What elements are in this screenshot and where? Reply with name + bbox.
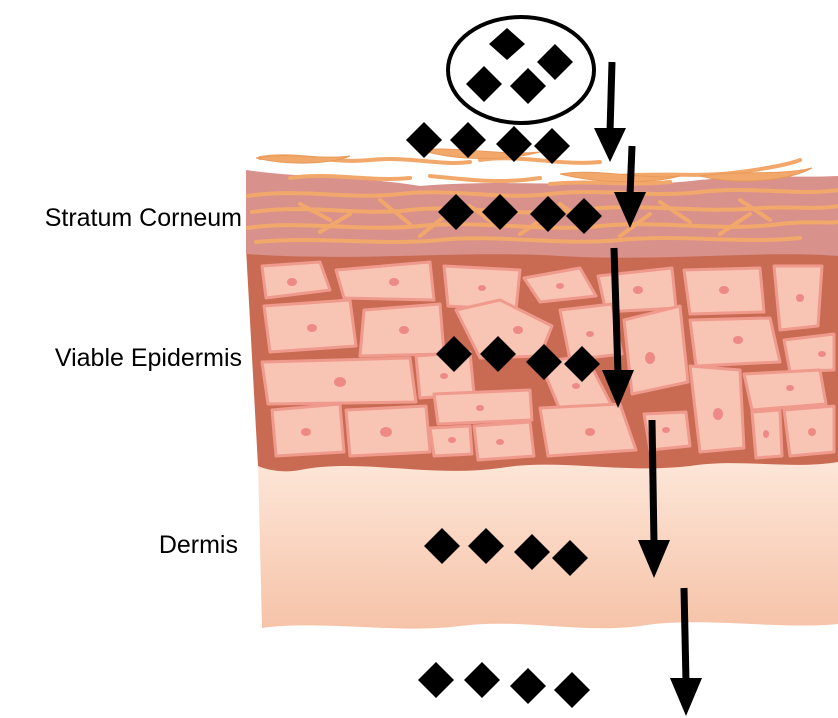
- molecule-diamond-icon: [464, 662, 500, 698]
- molecules-below-dermis: [418, 662, 590, 708]
- molecule-diamond-icon: [554, 672, 590, 708]
- down-arrow-icon: [594, 62, 626, 162]
- label-stratum-corneum: Stratum Corneum: [8, 204, 242, 233]
- label-dermis: Dermis: [8, 531, 238, 560]
- label-viable-epidermis: Viable Epidermis: [8, 344, 242, 373]
- molecule-diamond-icon: [418, 662, 454, 698]
- vehicle-ellipse-icon: [448, 17, 594, 123]
- molecule-diamond-icon: [510, 668, 546, 704]
- dermis-layer: [258, 462, 838, 629]
